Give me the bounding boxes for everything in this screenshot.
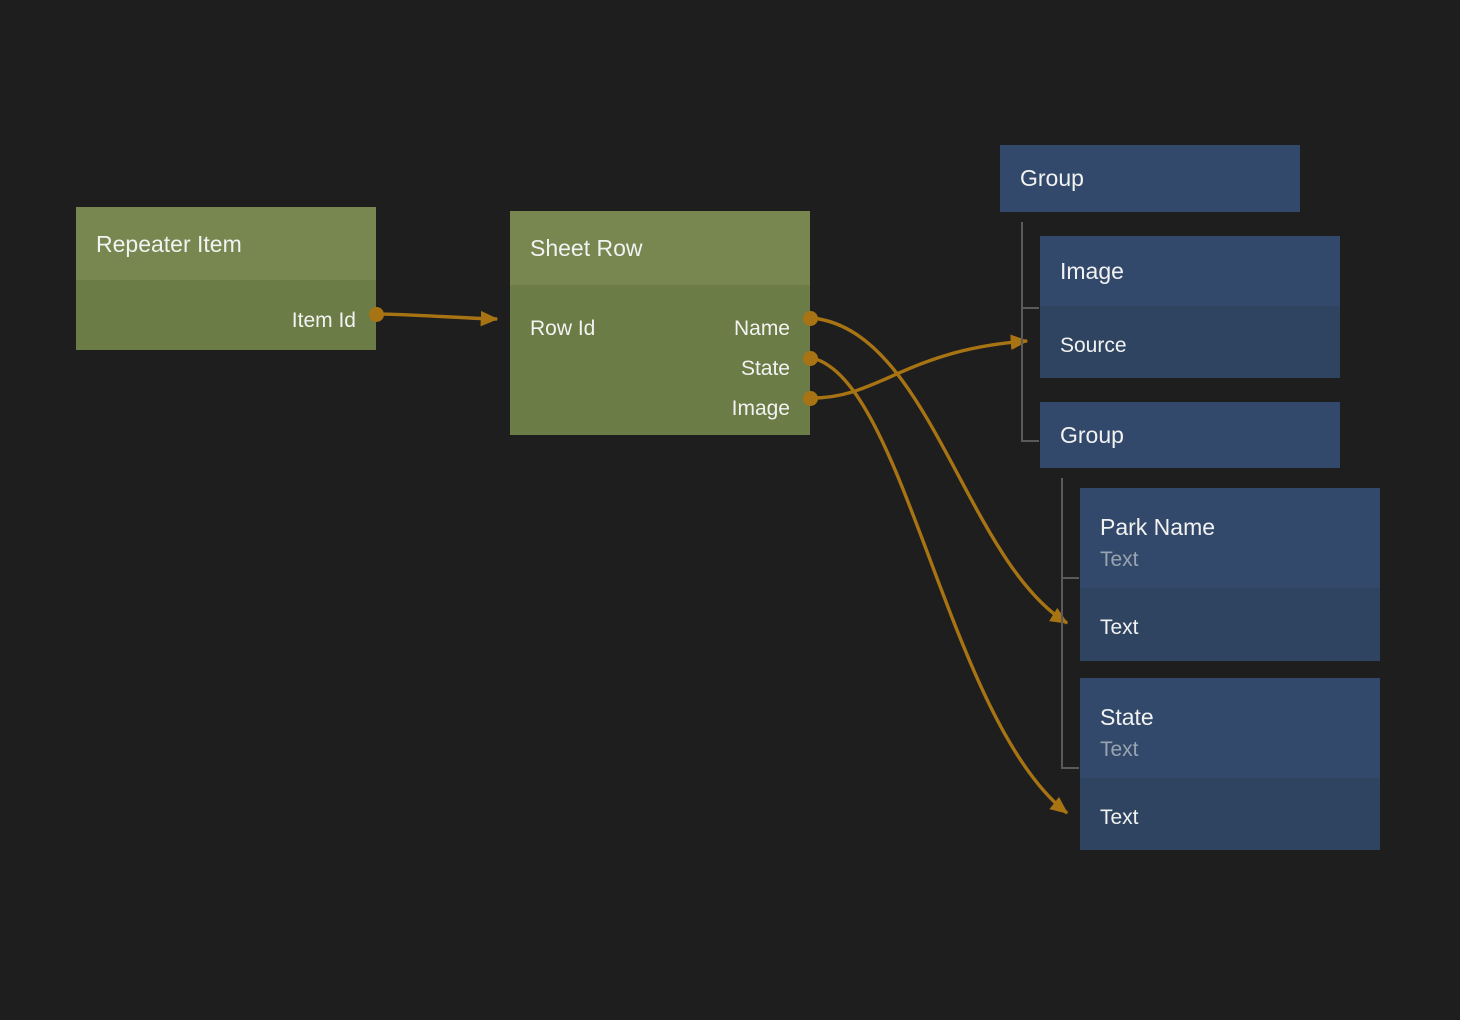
node-header: Image — [1040, 236, 1340, 306]
node-subtitle: Text — [1100, 548, 1139, 571]
node-state[interactable]: State Text Text — [1080, 678, 1380, 850]
node-header: Group — [1000, 145, 1300, 212]
tree-branch-stub — [1061, 577, 1079, 579]
node-sheet-row[interactable]: Sheet Row Row Id Name State Image — [510, 211, 810, 435]
node-title: Repeater Item — [96, 231, 242, 257]
node-body: Source — [1040, 306, 1340, 378]
wire-state-to-state-text — [811, 356, 1069, 815]
node-title: Sheet Row — [530, 235, 643, 261]
output-port-state[interactable]: State — [740, 357, 790, 380]
node-body: Item Id — [76, 280, 376, 350]
node-header: Park Name Text — [1080, 488, 1380, 588]
port-dot-state[interactable] — [803, 351, 818, 366]
node-title: Group — [1020, 165, 1084, 191]
output-port-image[interactable]: Image — [731, 397, 790, 420]
input-port-text[interactable]: Text — [1100, 806, 1139, 829]
node-header: State Text — [1080, 678, 1380, 778]
output-port-item-id[interactable]: Item Id — [291, 309, 356, 332]
tree-vertical-line — [1021, 222, 1023, 440]
tree-branch-stub — [1021, 440, 1039, 442]
port-dot-name[interactable] — [803, 311, 818, 326]
input-port-row-id[interactable]: Row Id — [530, 317, 596, 340]
wire-itemid-to-rowid — [377, 310, 499, 327]
output-port-name[interactable]: Name — [733, 317, 790, 340]
node-title: Group — [1060, 422, 1124, 448]
node-body: Row Id Name State Image — [510, 285, 810, 435]
node-header: Repeater Item — [76, 207, 376, 280]
tree-branch-stub — [1021, 307, 1039, 309]
node-image[interactable]: Image Source — [1040, 236, 1340, 378]
port-dot-item-id[interactable] — [369, 307, 384, 322]
node-subtitle: Text — [1100, 738, 1139, 761]
wire-image-to-source — [811, 334, 1029, 400]
node-group-top[interactable]: Group — [1000, 145, 1300, 212]
node-header: Group — [1040, 402, 1340, 468]
node-header: Sheet Row — [510, 211, 810, 285]
node-body: Text — [1080, 778, 1380, 850]
node-park-name[interactable]: Park Name Text Text — [1080, 488, 1380, 661]
node-title: Park Name — [1100, 514, 1216, 540]
wire-name-to-parkname-text — [811, 316, 1069, 625]
port-dot-image[interactable] — [803, 391, 818, 406]
input-port-source[interactable]: Source — [1060, 334, 1127, 357]
node-body: Text — [1080, 588, 1380, 661]
node-title: State — [1100, 704, 1154, 730]
tree-branch-stub — [1061, 767, 1079, 769]
input-port-text[interactable]: Text — [1100, 616, 1139, 639]
node-title: Image — [1060, 258, 1124, 284]
node-group-second[interactable]: Group — [1040, 402, 1340, 468]
node-repeater-item[interactable]: Repeater Item Item Id — [76, 207, 376, 350]
tree-vertical-line — [1061, 478, 1063, 767]
